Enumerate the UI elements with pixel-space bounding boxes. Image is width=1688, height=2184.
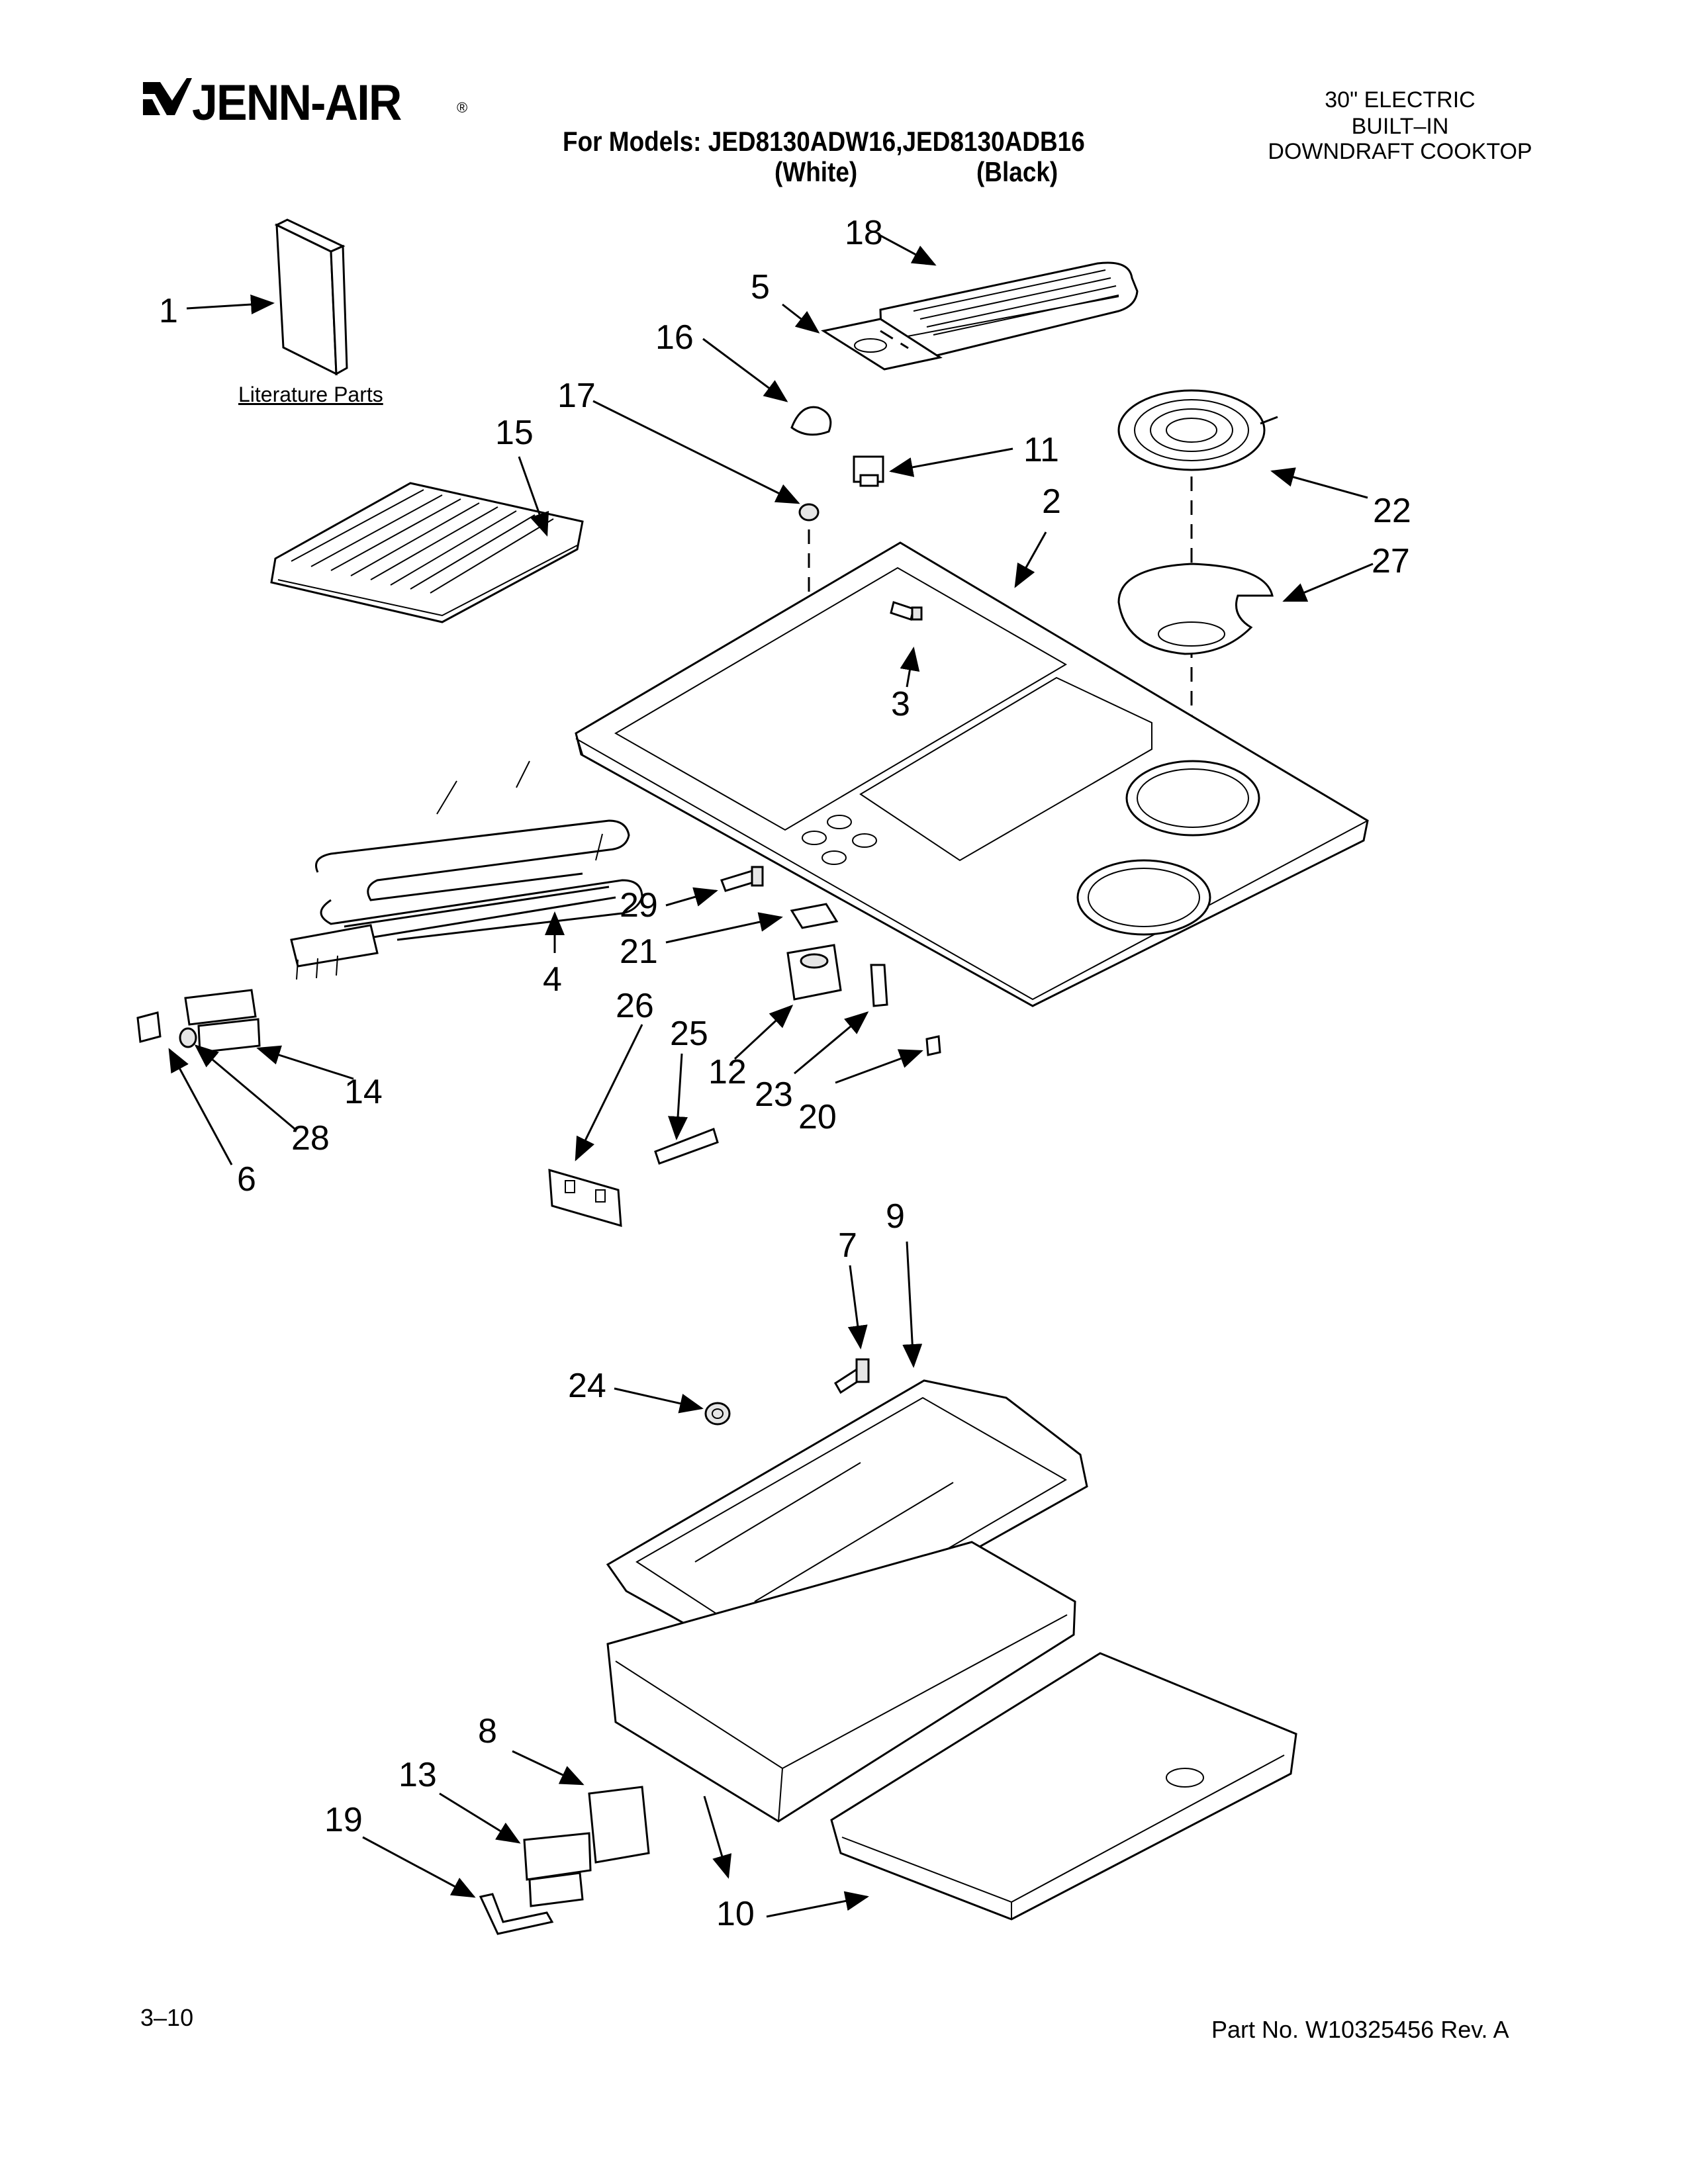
callout-19: 19 bbox=[324, 1801, 363, 1839]
callout-26: 26 bbox=[616, 987, 654, 1025]
drip-bowl bbox=[1117, 563, 1374, 655]
registered-mark: ® bbox=[457, 99, 468, 116]
callout-12: 12 bbox=[708, 1053, 747, 1091]
logo-mark-icon bbox=[143, 78, 192, 115]
callout-27: 27 bbox=[1372, 542, 1410, 580]
callout-24: 24 bbox=[568, 1367, 606, 1405]
bracket-25 bbox=[654, 1053, 719, 1165]
callout-22: 22 bbox=[1373, 492, 1411, 530]
callout-3: 3 bbox=[891, 685, 910, 723]
callout-18: 18 bbox=[845, 214, 883, 252]
screw-7 bbox=[833, 1265, 870, 1394]
callout-29: 29 bbox=[620, 886, 658, 925]
terminal-block bbox=[184, 989, 354, 1080]
grill-element bbox=[290, 760, 643, 980]
retaining-clip bbox=[835, 1035, 941, 1084]
callout-1: 1 bbox=[159, 292, 178, 330]
control-knob bbox=[702, 338, 832, 436]
literature-parts-label: Literature Parts bbox=[238, 383, 383, 406]
callout-28: 28 bbox=[291, 1119, 330, 1158]
callout-6: 6 bbox=[237, 1160, 256, 1199]
bracket-6 bbox=[136, 1011, 233, 1165]
surface-element-coil bbox=[1117, 389, 1368, 821]
callout-20: 20 bbox=[798, 1098, 837, 1136]
callout-14: 14 bbox=[344, 1073, 383, 1111]
brand-name: JENN-AIR bbox=[192, 75, 402, 131]
fan-switch bbox=[853, 447, 1013, 487]
relay-block bbox=[439, 1792, 592, 1907]
mounting-screw-3 bbox=[890, 601, 923, 688]
callout-4: 4 bbox=[543, 960, 562, 999]
callout-7: 7 bbox=[838, 1226, 857, 1265]
grill-grate bbox=[270, 456, 584, 623]
nut-24 bbox=[614, 1387, 731, 1426]
callout-21: 21 bbox=[620, 933, 658, 971]
terminal-nut bbox=[179, 1027, 297, 1132]
part-number: Part No. W10325456 Rev. A bbox=[1211, 2016, 1509, 2043]
mounting-plate bbox=[782, 303, 943, 371]
color-white-label: (White) bbox=[774, 156, 858, 187]
product-title-line1: 30" ELECTRIC bbox=[1325, 87, 1476, 113]
callout-10: 10 bbox=[716, 1895, 755, 1933]
page-number: 3–10 bbox=[140, 2004, 194, 2031]
product-title-line2: BUILT–IN bbox=[1351, 114, 1449, 139]
screw-29 bbox=[665, 866, 764, 907]
models-line: For Models: JED8130ADW16,JED8130ADB16 bbox=[563, 126, 1085, 157]
callout-15: 15 bbox=[495, 414, 534, 452]
callout-8: 8 bbox=[478, 1712, 497, 1751]
product-title-line3: DOWNDRAFT COOKTOP bbox=[1268, 139, 1532, 164]
callout-23: 23 bbox=[755, 1075, 793, 1114]
knob-shaft bbox=[794, 964, 888, 1075]
callout-5: 5 bbox=[751, 268, 770, 306]
callout-16: 16 bbox=[655, 318, 694, 357]
callout-2: 2 bbox=[1042, 482, 1061, 521]
downdraft-housing bbox=[606, 1541, 1297, 1921]
callout-13: 13 bbox=[399, 1756, 437, 1794]
receptacle-cover bbox=[548, 1024, 643, 1228]
callout-11: 11 bbox=[1023, 431, 1059, 469]
literature-parts-binder bbox=[186, 218, 348, 376]
cooktop-main-top bbox=[575, 531, 1369, 1007]
callout-9: 9 bbox=[886, 1197, 905, 1236]
color-black-label: (Black) bbox=[976, 156, 1058, 187]
control-label bbox=[665, 903, 839, 944]
callout-17: 17 bbox=[557, 377, 596, 415]
callout-25: 25 bbox=[670, 1015, 708, 1053]
bracket-19 bbox=[362, 1836, 554, 1935]
control-board bbox=[512, 1750, 650, 1864]
infinite-switch bbox=[733, 944, 842, 1060]
